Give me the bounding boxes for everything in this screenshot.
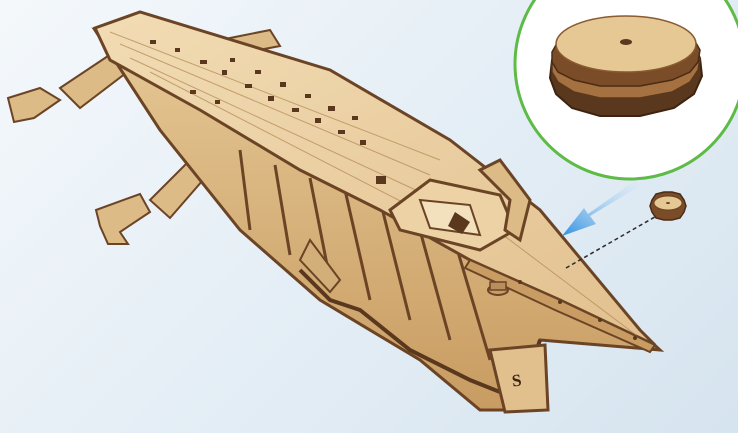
blue-arrow-icon [562,180,640,236]
gear-part-icon [650,192,686,220]
zoom-callout [515,0,738,179]
gear-mount [488,282,508,295]
magnified-gear-part-icon [550,16,702,116]
